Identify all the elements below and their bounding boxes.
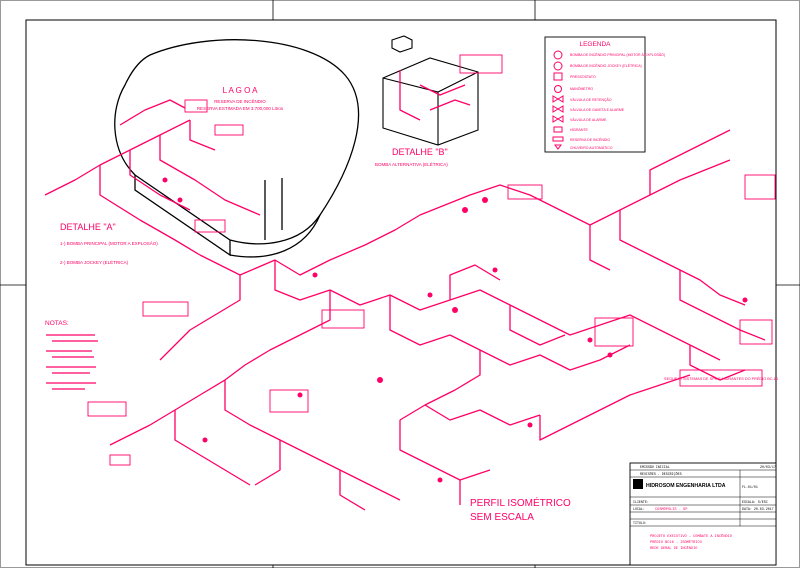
pump-jockey-icon [553,61,563,71]
plan-title-line1: PERFIL ISOMÉTRICO [470,496,571,509]
plan-title-line2: SEM ESCALA [470,512,534,523]
legend-item-label: VÁLVULA DE RETENÇÃO [570,97,612,102]
pressure-switch-icon [553,72,563,81]
detail-a-item1: 1-) BOMBA PRINCIPAL (MOTOR A EXPLOSÃO) [60,240,158,246]
title-line2: PRÉDIO BC16 - ISOMÉTRICO [650,540,702,545]
detail-a-title: DETALHE "A" [60,222,116,232]
legend-item-label: PRESSOSTATO [570,75,596,79]
pipe-network [44,70,766,511]
detail-b-box [382,35,479,146]
legend-item-label: BOMBA DE INCÊNDIO PRINCIPAL (MOTOR À EXP… [570,52,665,57]
legend-item-label: BOMBA DE INCÊNDIO JOCKEY (ELÉTRICA) [570,63,642,68]
title-label: TÍTULO: [633,521,647,525]
detail-b-subtitle: BOMBA ALTERNATIVA (ELÉTRICA) [375,161,448,167]
scale: ESCALA: S/ESC [742,500,768,504]
legend-item-label: CHUVEIRO AUTOMÁTICO [570,146,613,150]
retention-valve-icon [552,95,564,103]
gate-valve-icon [552,105,564,113]
local-label: LOCAL: [633,507,645,511]
lake-reservoir [114,39,360,258]
sprinkler-icon [554,144,562,150]
gauge-icon [554,85,562,93]
rev-row: EMISSÃO INICIAL [640,465,670,469]
notes-title: NOTAS: [45,320,69,327]
title-line3: REDE GERAL DE INCÊNDIO [650,546,697,551]
fittings [162,177,748,483]
client-label: CLIENTE: [633,500,649,504]
continue-note: SEGUE P/ SISTEMAS DE SPK E HIDRANTES DO … [664,376,778,381]
lake-title: L A G O A [223,86,259,95]
legend-item-label: VÁLVULA DE GAVETA E ALARME [570,108,625,112]
pump-motor-icon [553,50,563,60]
detail-a-item2: 2-) BOMBA JOCKEY (ELÉTRICA) [60,259,129,265]
company-logo [633,479,643,489]
rev-date: 20/03/17 [760,465,776,469]
legend-item-label: RESERVA DE INCÊNDIO [570,137,610,142]
legend-item-label: MANÔMETRO [570,86,593,91]
title-line1: PROJETO EXECUTIVO - COMBATE A INCÊNDIO [650,534,732,539]
alarm-valve-icon [552,115,564,123]
legend-item-label: HIDRANTE [570,128,589,132]
legend-title: LEGENDA [579,41,611,48]
legend-icons [552,50,564,150]
local-value: COSMÓPOLIS - SP [655,507,687,512]
drawing-number: FL-01/01 [742,485,758,489]
rev-header: REVISÕES - DESCRIÇÕES [640,472,682,476]
callout-boxes [87,54,776,466]
legend-panel: LEGENDA BOMBA DE INCÊNDIO PRINCIPAL (MOT… [544,36,665,153]
legend-items: BOMBA DE INCÊNDIO PRINCIPAL (MOTOR À EXP… [570,52,665,150]
reservoir-icon [552,136,564,142]
detail-b-title: DETALHE "B" [392,147,448,157]
lake-line2: RESERVA ESTIMADA EM 3.700,000 Litros [197,106,284,111]
hydrant-icon [553,126,563,133]
notes-lines [46,334,98,390]
sheet-inner-border [25,19,777,566]
company-name: HIDROSOM ENGENHARIA LTDA [646,483,726,489]
date: DATA: 20.03.2017 [742,507,774,511]
legend-item-label: VÁLVULA DE ALARME [570,118,607,122]
title-block: EMISSÃO INICIAL 20/03/17 REVISÕES - DESC… [629,462,777,566]
lake-line1: RESERVA DE INCÊNDIO [214,97,266,104]
continue-note-box [679,369,763,387]
